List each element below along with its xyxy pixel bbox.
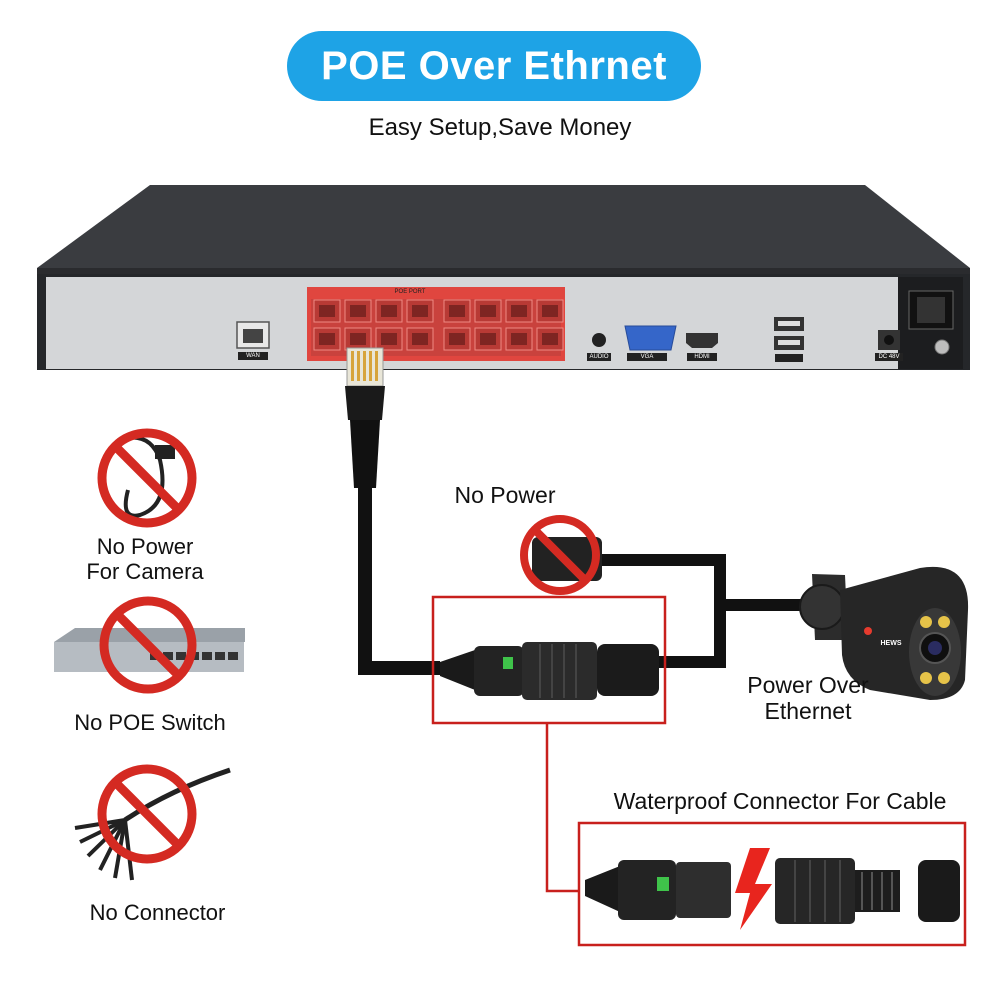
nvr-top-panel [37,185,970,268]
dc-label: DC 48V [878,354,900,360]
audio-port [592,333,606,347]
sidebar-item-no-poe-switch: No POE Switch [74,710,226,735]
sidebar-item-no-connector: No Connector [89,900,226,925]
rj45-boot [345,386,385,420]
camera-label-line2: Ethernet [764,698,852,724]
no-power-prohibit-icon [520,515,600,595]
hdmi-label: HDMI [694,354,710,360]
splitter-cable-icon [74,764,231,881]
poe-port-socket [511,333,527,345]
poe-port-socket [449,305,465,317]
wan-label: WAN [246,353,260,359]
poe-port-socket [350,305,366,317]
lightning-icon [735,848,772,930]
waterproof-detail-box [577,821,967,947]
poe-port-socket [542,305,558,317]
poe-port-label: POE PORT [394,289,426,295]
poe-port-socket [319,333,335,345]
ethernet-cable [358,485,440,675]
hdmi-port [686,333,718,348]
poe-port-socket [511,305,527,317]
poe-port-socket [350,333,366,345]
connector-highlight-box [431,595,667,725]
poe-port-socket [412,305,428,317]
camera-icon [799,566,969,700]
page-title: POE Over Ethrnet [287,31,701,101]
no-power-label: No Power [454,482,556,508]
poe-port-socket [412,333,428,345]
sidebar-item-no-power-line1: No Power [96,534,194,559]
poe-port-socket [381,333,397,345]
audio-label: AUDIO [589,354,609,360]
camera-label-line1: Power Over [747,672,869,698]
poe-port-socket [381,305,397,317]
poe-port-socket [449,333,465,345]
no-power-adapter-icon [97,428,197,528]
vga-label: VGA [640,354,654,360]
waterproof-label: Waterproof Connector For Cable [613,788,947,814]
vga-port [624,325,677,351]
ground-screw [934,339,950,355]
poe-switch-icon [54,596,245,694]
poe-port-socket [319,305,335,317]
poe-port-socket [542,333,558,345]
sidebar-item-no-power-line2: For Camera [86,559,204,584]
poe-ports [313,299,564,351]
poe-port-socket [480,305,496,317]
poe-port-socket [480,333,496,345]
page-subtitle: Easy Setup,Save Money [368,114,632,141]
connector-body [474,646,524,696]
camera-brand: HEWS [880,640,902,647]
